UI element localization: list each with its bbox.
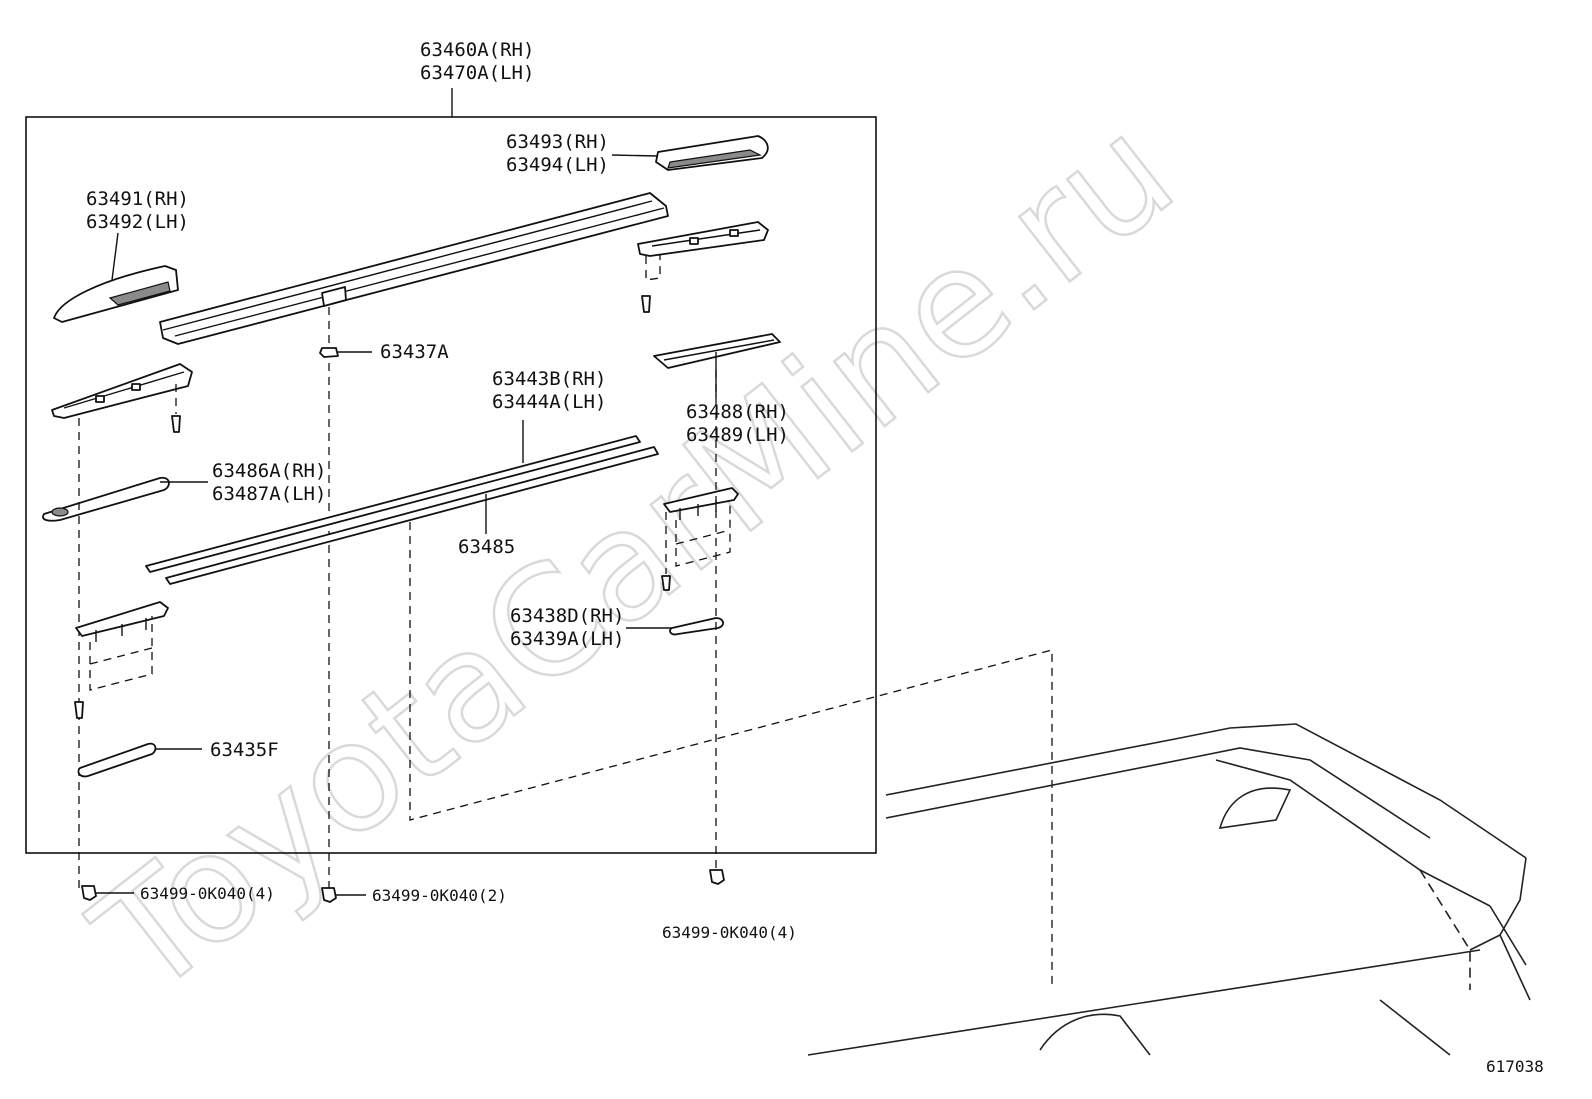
label-63443-lh: 63444A(LH) xyxy=(492,391,606,413)
bolt-front-upper xyxy=(171,415,181,433)
rear-bracket-upper xyxy=(637,221,769,257)
dash-box-front xyxy=(89,616,153,691)
label-63443-rh: 63443B(RH) xyxy=(492,368,606,390)
label-63437: 63437A xyxy=(380,341,449,363)
nut-left xyxy=(81,885,97,901)
assembly-label-rh: 63460A(RH) xyxy=(420,39,534,61)
bolt-front-lower xyxy=(74,701,84,719)
front-bracket-upper xyxy=(51,363,193,419)
end-cover-front xyxy=(53,265,179,323)
label-nut-right: 63499-0K040(4) xyxy=(662,923,797,942)
label-63485: 63485 xyxy=(458,536,515,558)
bolt-rear-lower xyxy=(661,575,671,591)
label-63486-lh: 63487A(LH) xyxy=(212,483,326,505)
base-plate-63438d xyxy=(669,617,724,636)
label-63491-rh: 63491(RH) xyxy=(86,188,189,210)
assembly-frame xyxy=(25,116,877,854)
end-cover-rear xyxy=(655,135,769,171)
label-63493-rh: 63493(RH) xyxy=(506,131,609,153)
leader-63493 xyxy=(611,154,659,157)
roof-rail-main xyxy=(159,192,669,345)
molding-strips xyxy=(145,435,659,585)
front-bracket-lower xyxy=(75,601,169,642)
leader-63491 xyxy=(111,232,119,281)
label-63493-lh: 63494(LH) xyxy=(506,154,609,176)
rear-base-pad xyxy=(653,333,781,369)
label-63486-rh: 63486A(RH) xyxy=(212,460,326,482)
label-63488-rh: 63488(RH) xyxy=(686,401,789,423)
rear-bracket-lower xyxy=(663,487,739,520)
dash-box-rear xyxy=(675,504,731,567)
vehicle-roof-outline xyxy=(807,723,1531,1056)
nut-right xyxy=(709,869,725,885)
dash-box-front-mid xyxy=(89,647,153,665)
assembly-label-lh: 63470A(LH) xyxy=(420,62,534,84)
label-63491-lh: 63492(LH) xyxy=(86,211,189,233)
figure-number: 617038 xyxy=(1486,1057,1544,1076)
bolt-rear-upper xyxy=(641,295,651,313)
nut-center xyxy=(321,887,337,903)
label-63438-lh: 63439A(LH) xyxy=(510,628,624,650)
label-nut-center: 63499-0K040(2) xyxy=(372,886,507,905)
label-nut-left: 63499-0K040(4) xyxy=(140,884,275,903)
label-63438-rh: 63438D(RH) xyxy=(510,605,624,627)
dash-center-box xyxy=(409,522,1053,985)
label-63435: 63435F xyxy=(210,739,279,761)
dash-rear-upper xyxy=(645,254,661,281)
clip-63437a xyxy=(319,347,339,358)
base-plate-63435f xyxy=(77,742,157,778)
dash-box-rear-mid xyxy=(675,529,731,545)
front-base-pad xyxy=(42,476,170,522)
label-63488-lh: 63489(LH) xyxy=(686,424,789,446)
